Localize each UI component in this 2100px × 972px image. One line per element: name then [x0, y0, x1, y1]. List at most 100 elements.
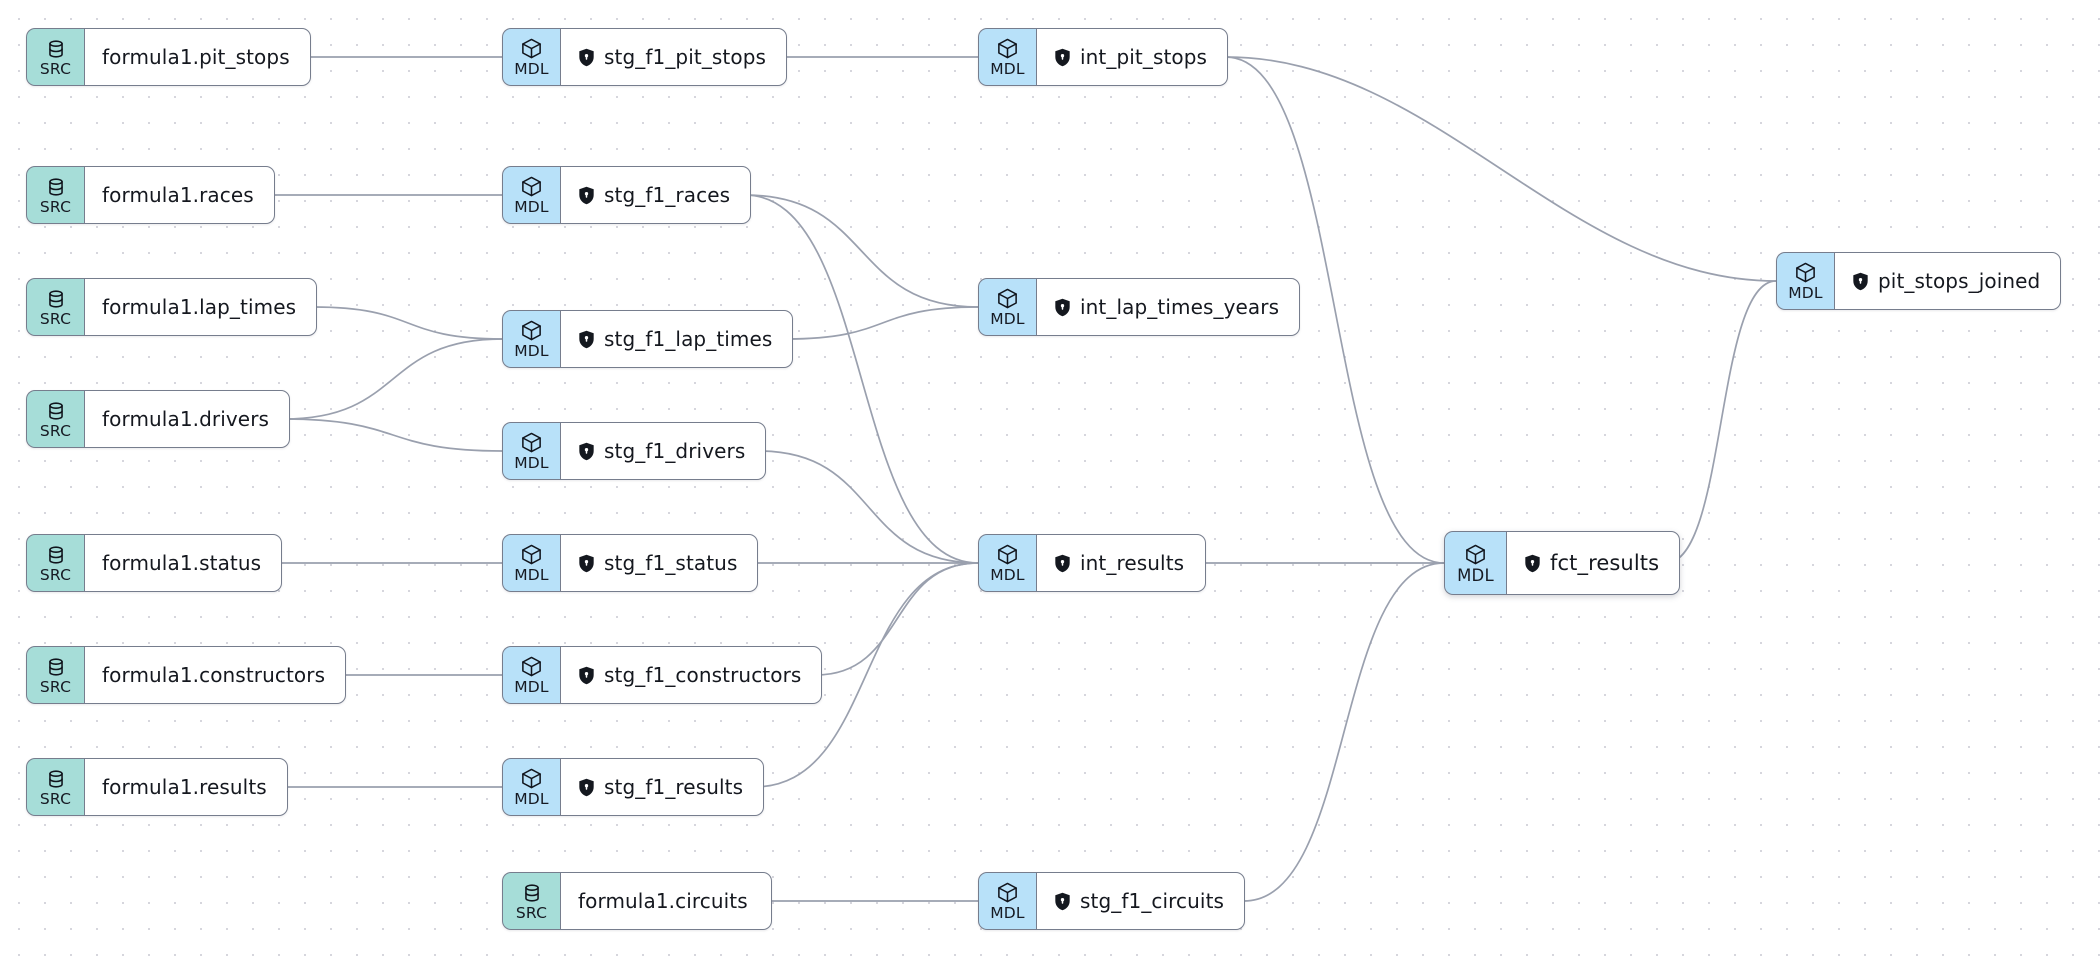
node-body[interactable]: int_results [1036, 534, 1206, 592]
node-type-code: MDL [514, 566, 549, 585]
graph-node-stg_status[interactable]: MDL stg_f1_status [502, 534, 759, 592]
source-type-badge: SRC [26, 166, 84, 224]
graph-node-fct_results[interactable]: MDL fct_results [1444, 531, 1681, 595]
node-type-code: MDL [514, 454, 549, 473]
node-label: formula1.constructors [102, 663, 326, 687]
source-type-badge: SRC [26, 28, 84, 86]
edge-stg_constructors-to-int_results [815, 562, 979, 676]
graph-node-src_pit_stops[interactable]: SRC formula1.pit_stops [26, 28, 311, 86]
node-type-code: MDL [514, 198, 549, 217]
graph-node-stg_results[interactable]: MDL stg_f1_results [502, 758, 765, 816]
model-type-badge: MDL [978, 534, 1036, 592]
node-type-code: SRC [39, 309, 72, 328]
node-body[interactable]: formula1.lap_times [84, 278, 318, 336]
shield-keyhole-icon [578, 666, 595, 685]
node-body[interactable]: pit_stops_joined [1834, 252, 2062, 310]
node-type-code: MDL [990, 310, 1025, 329]
edge-int_pit_stops-to-pit_stops_joined [1225, 56, 1777, 282]
node-label: stg_f1_circuits [1080, 889, 1225, 913]
graph-node-src_lap_times[interactable]: SRC formula1.lap_times [26, 278, 318, 336]
node-type-code: SRC [39, 59, 72, 78]
cube-icon [996, 287, 1019, 310]
graph-node-src_drivers[interactable]: SRC formula1.drivers [26, 390, 291, 448]
node-body[interactable]: formula1.constructors [84, 646, 347, 704]
database-cylinder-icon [521, 882, 543, 904]
node-label: formula1.races [102, 183, 254, 207]
model-type-badge: MDL [502, 310, 560, 368]
edge-src_drivers-to-stg_lap_times [283, 338, 503, 420]
node-label: stg_f1_results [604, 775, 744, 799]
node-body[interactable]: stg_f1_lap_times [560, 310, 794, 368]
graph-node-int_lap_times_years[interactable]: MDL int_lap_times_years [978, 278, 1301, 336]
node-body[interactable]: formula1.pit_stops [84, 28, 311, 86]
shield-keyhole-icon [578, 778, 595, 797]
cube-icon [520, 543, 543, 566]
node-label: formula1.drivers [102, 407, 270, 431]
graph-node-stg_constructors[interactable]: MDL stg_f1_constructors [502, 646, 823, 704]
node-label: int_pit_stops [1080, 45, 1208, 69]
edge-stg_lap_times-to-int_lap_times_years [786, 306, 979, 340]
node-label: formula1.pit_stops [102, 45, 290, 69]
node-body[interactable]: stg_f1_drivers [560, 422, 767, 480]
shield-keyhole-icon [1054, 48, 1071, 67]
shield-keyhole-icon [578, 554, 595, 573]
edge-stg_races-to-int_lap_times_years [744, 194, 979, 308]
edge-src_lap_times-to-stg_lap_times [313, 306, 503, 340]
node-body[interactable]: int_pit_stops [1036, 28, 1229, 86]
cube-icon [1794, 261, 1817, 284]
node-body[interactable]: stg_f1_circuits [1036, 872, 1246, 930]
node-body[interactable]: stg_f1_constructors [560, 646, 823, 704]
cube-icon [520, 767, 543, 790]
graph-node-src_races[interactable]: SRC formula1.races [26, 166, 275, 224]
shield-keyhole-icon [578, 186, 595, 205]
node-body[interactable]: stg_f1_status [560, 534, 759, 592]
node-body[interactable]: formula1.drivers [84, 390, 291, 448]
node-label: formula1.status [102, 551, 262, 575]
node-label: stg_f1_drivers [604, 439, 746, 463]
source-type-badge: SRC [26, 278, 84, 336]
node-type-code: SRC [39, 421, 72, 440]
edge-stg_drivers-to-int_results [758, 450, 979, 564]
node-body[interactable]: stg_f1_races [560, 166, 752, 224]
database-cylinder-icon [45, 544, 67, 566]
node-body[interactable]: formula1.races [84, 166, 275, 224]
node-body[interactable]: int_lap_times_years [1036, 278, 1301, 336]
shield-keyhole-icon [1524, 554, 1541, 573]
database-cylinder-icon [45, 656, 67, 678]
node-body[interactable]: fct_results [1506, 531, 1681, 595]
node-label: stg_f1_pit_stops [604, 45, 767, 69]
node-type-code: MDL [1457, 565, 1494, 585]
graph-node-stg_drivers[interactable]: MDL stg_f1_drivers [502, 422, 767, 480]
node-body[interactable]: formula1.results [84, 758, 288, 816]
node-type-code: MDL [514, 678, 549, 697]
node-body[interactable]: stg_f1_pit_stops [560, 28, 788, 86]
model-type-badge: MDL [502, 758, 560, 816]
node-label: int_lap_times_years [1080, 295, 1280, 319]
cube-icon [996, 543, 1019, 566]
node-body[interactable]: formula1.status [84, 534, 283, 592]
node-body[interactable]: formula1.circuits [560, 872, 772, 930]
graph-node-stg_races[interactable]: MDL stg_f1_races [502, 166, 752, 224]
node-type-code: SRC [39, 565, 72, 584]
node-label: pit_stops_joined [1878, 269, 2041, 293]
node-body[interactable]: stg_f1_results [560, 758, 765, 816]
cube-icon [1464, 543, 1487, 566]
database-cylinder-icon [45, 176, 67, 198]
node-label: formula1.results [102, 775, 267, 799]
model-type-badge: MDL [502, 646, 560, 704]
edge-src_drivers-to-stg_drivers [283, 418, 503, 452]
graph-node-src_status[interactable]: SRC formula1.status [26, 534, 283, 592]
model-type-badge: MDL [1444, 531, 1506, 595]
shield-keyhole-icon [578, 330, 595, 349]
node-label: fct_results [1550, 550, 1660, 575]
